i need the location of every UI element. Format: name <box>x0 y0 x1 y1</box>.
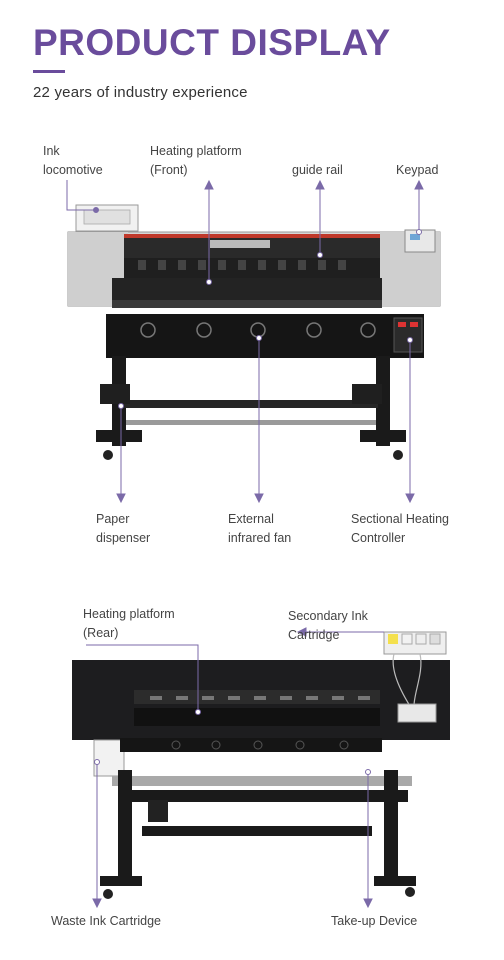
title-underline <box>33 70 65 73</box>
label-secondary-ink-cartridge: Secondary Ink Cartridge <box>288 609 368 642</box>
label-guide-rail: guide rail <box>292 163 343 177</box>
label-sectional-heating-controller: Sectional Heating Controller <box>351 512 449 545</box>
label-waste-ink-cartridge: Waste Ink Cartridge <box>51 914 161 928</box>
page-subtitle: 22 years of industry experience <box>33 84 248 101</box>
callout-ink-locomotive <box>66 180 96 211</box>
front-printer-image <box>67 204 441 460</box>
label-paper-dispenser: Paper dispenser <box>96 512 151 545</box>
label-heating-platform-front: Heating platform (Front) <box>150 144 242 177</box>
label-external-infrared-fan: External infrared fan <box>228 512 292 545</box>
rear-printer-image <box>72 631 450 899</box>
label-keypad: Keypad <box>396 163 439 177</box>
callout-heating-platform-rear <box>86 644 199 712</box>
label-take-up-device: Take-up Device <box>331 914 418 928</box>
label-heating-platform-rear: Heating platform (Rear) <box>83 607 175 640</box>
label-ink-locomotive: Ink locomotive <box>43 144 103 177</box>
page-title: PRODUCT DISPLAY <box>33 22 391 63</box>
